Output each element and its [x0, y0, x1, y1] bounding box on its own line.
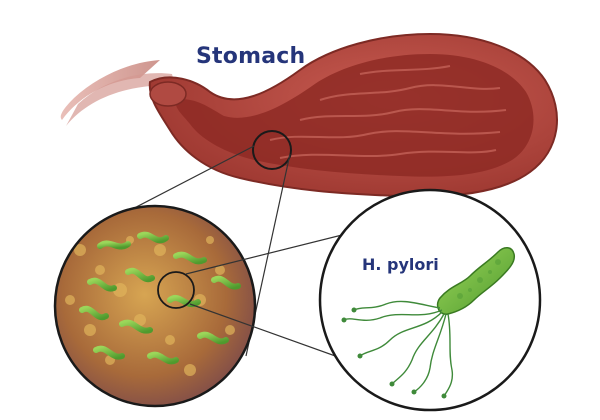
cardia [149, 81, 187, 107]
stomach-label: Stomach [196, 44, 306, 69]
rugae-folds [269, 65, 507, 159]
h-pylori-bacterium [436, 247, 516, 315]
zoom-circle-border [53, 204, 257, 408]
flagella [343, 300, 454, 397]
tissue-zoom [55, 206, 255, 406]
esophagus [60, 60, 160, 120]
magnifier-ring [252, 130, 292, 170]
h-pylori-label: H. pylori [362, 255, 439, 274]
inner-magnifier-ring [157, 271, 195, 309]
bacterium-circle [318, 188, 542, 412]
flagella-tips [341, 307, 447, 399]
